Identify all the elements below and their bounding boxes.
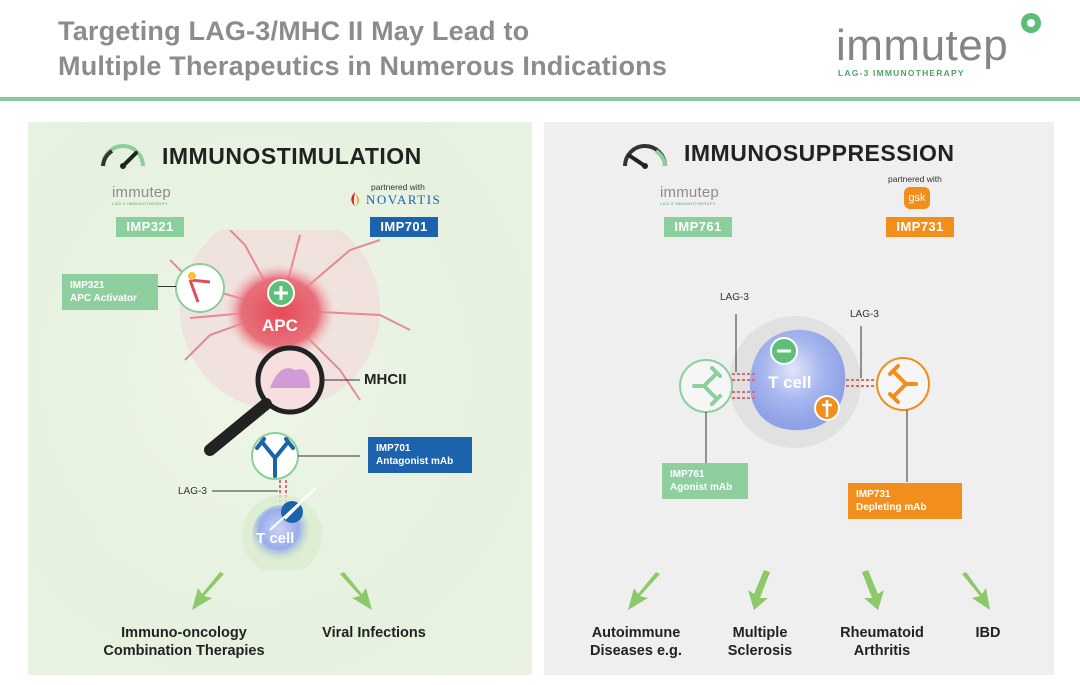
arrow-down-icon	[340, 572, 372, 610]
arrow-down-icon	[862, 570, 884, 610]
gauge-high-icon	[101, 144, 145, 169]
gauge-low-icon	[623, 144, 667, 169]
agonist-line2: Agonist mAb	[670, 482, 733, 493]
novartis-flame-icon	[351, 192, 359, 206]
tag-imp321: IMP321	[116, 217, 184, 237]
imp731-depleting-box: IMP731 Depleting mAb	[848, 483, 962, 519]
partnered-with-caption-left: partnered with	[371, 182, 425, 192]
antagonist-line2: Antagonist mAb	[376, 456, 454, 467]
outcome-line: Diseases e.g.	[590, 643, 682, 659]
logo-wordmark: immutep	[836, 21, 1009, 70]
arrow-down-icon	[962, 572, 990, 610]
immutep-partner-logo-left: immutep LAG-3 IMMUNOTHERAPY	[112, 184, 171, 206]
tcell-label-right: T cell	[768, 373, 812, 392]
novartis-wordmark: NOVARTIS	[366, 192, 442, 207]
outcome-line: Sclerosis	[727, 643, 793, 659]
outcome-autoimmune: Autoimmune Diseases e.g.	[576, 624, 696, 660]
activator-line2: APC Activator	[70, 293, 137, 304]
arrow-down-icon	[192, 572, 224, 610]
outcome-line: Rheumatoid	[840, 625, 924, 641]
tag-imp701: IMP701	[370, 217, 438, 237]
mhc-molecule	[270, 368, 310, 388]
imp321-activator-box: IMP321 APC Activator	[62, 274, 158, 310]
outcome-line: Multiple	[732, 625, 788, 641]
immutep-partner-logo-right: immutep LAG-3 IMMUNOTHERAPY	[660, 184, 719, 206]
immunosuppression-title: IMMUNOSUPPRESSION	[684, 140, 955, 166]
tag-imp731: IMP731	[886, 217, 954, 237]
activator-line1: IMP321	[70, 280, 105, 291]
partner-logo-text: immutep	[660, 184, 719, 201]
gsk-logo: gsk	[904, 187, 930, 209]
outcome-line: Autoimmune	[591, 625, 681, 641]
lag3-label-right-1: LAG-3	[720, 292, 749, 303]
title-line-1: Targeting LAG-3/MHC II May Lead to	[58, 16, 530, 46]
arrow-down-icon	[628, 572, 660, 610]
depleting-antibody-icon	[876, 357, 930, 411]
lag3-label-right-2: LAG-3	[850, 309, 879, 320]
immunostimulation-title: IMMUNOSTIMULATION	[162, 143, 422, 169]
immunostimulation-illustration	[169, 230, 411, 570]
arrow-down-icon	[748, 570, 770, 610]
partnered-with-caption-right: partnered with	[888, 174, 942, 184]
outcome-line: Combination Therapies	[103, 643, 265, 659]
partner-logo-tagline: LAG-3 IMMUNOTHERAPY	[660, 201, 716, 206]
imp761-agonist-box: IMP761 Agonist mAb	[662, 463, 748, 499]
partner-logo-text: immutep	[112, 184, 171, 201]
mhc-label: MHCII	[364, 371, 407, 388]
logo-tagline: LAG-3 IMMUNOTHERAPY	[838, 68, 965, 78]
outcome-line: Arthritis	[853, 643, 911, 659]
immutep-logo: immutep LAG-3 IMMUNOTHERAPY	[836, 13, 1041, 84]
apc-label: APC	[262, 316, 298, 335]
tag-imp761: IMP761	[664, 217, 732, 237]
depleting-line2: Depleting mAb	[856, 502, 927, 513]
activator-connector	[158, 286, 176, 287]
outcome-immuno-oncology: Immuno-oncology Combination Therapies	[94, 624, 274, 660]
outcome-multiple-sclerosis: Multiple Sclerosis	[712, 624, 808, 660]
logo-dot-icon	[1021, 13, 1041, 33]
antagonist-line1: IMP701	[376, 443, 411, 454]
depleting-line1: IMP731	[856, 489, 891, 500]
partner-logo-tagline: LAG-3 IMMUNOTHERAPY	[112, 201, 168, 206]
activator-molecule-icon	[175, 263, 225, 313]
apc-cell	[225, 264, 335, 360]
outcome-line: Immuno-oncology	[121, 625, 247, 641]
lag3-label-left: LAG-3	[178, 486, 207, 497]
header-divider	[0, 97, 1080, 101]
lag3-binding-left	[732, 373, 756, 399]
outcome-viral-infections: Viral Infections	[322, 625, 426, 641]
immunosuppression-illustration	[679, 314, 930, 482]
outcome-ibd: IBD	[975, 625, 1001, 641]
imp701-antagonist-box: IMP701 Antagonist mAb	[368, 437, 472, 473]
agonist-line1: IMP761	[670, 469, 705, 480]
tcell-label-left: T cell	[256, 530, 295, 547]
title-line-2: Multiple Therapeutics in Numerous Indica…	[58, 51, 668, 81]
outcome-rheumatoid-arthritis: Rheumatoid Arthritis	[826, 624, 938, 660]
